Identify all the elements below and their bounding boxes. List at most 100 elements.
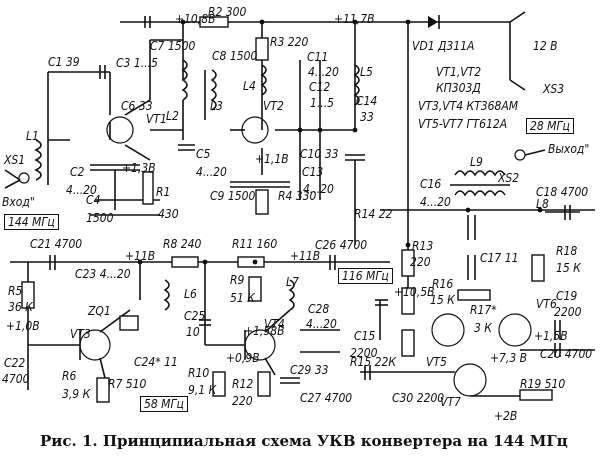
label-r16v: 15 К [430, 293, 455, 307]
label-c14: C14 [356, 94, 378, 108]
label-r1v: 430 [158, 207, 179, 221]
label-v11: +1,1В [255, 152, 289, 166]
label-c13v: 4...20 [303, 182, 334, 196]
label-r2: R2 300 [208, 5, 247, 19]
label-c28: C28 [308, 302, 330, 316]
label-l4: L4 [243, 79, 256, 93]
label-v105: +10,5В [394, 285, 435, 299]
label-r12v: 220 [232, 394, 253, 408]
label-c25: C25 [184, 309, 206, 323]
rf-stage-vt2 [204, 37, 365, 245]
oscillator-chain [10, 255, 390, 403]
label-r15: R15 22К [350, 355, 397, 369]
label-c4v: 1500 [86, 211, 114, 225]
label-c25v: 10 [186, 325, 200, 339]
label-c29: C29 33 [290, 363, 329, 377]
label-r6: R6 [62, 369, 77, 383]
label-vkhod: Вход" [2, 195, 35, 209]
label-r13: R13 [412, 239, 434, 253]
label-vt34: VT3,VT4 КТ368АМ [418, 99, 519, 113]
label-c7: C7 1500 [150, 39, 196, 53]
label-l7: L7 [286, 275, 299, 289]
label-c28v: 4...20 [306, 317, 337, 331]
label-c13: C13 [302, 165, 324, 179]
label-r17v: 3 К [474, 321, 492, 335]
label-c16: C16 [420, 177, 442, 191]
label-r1: R1 [156, 185, 171, 199]
label-r17: R17* [470, 303, 497, 317]
label-r12: R12 [232, 377, 254, 391]
label-vt2: VT2 [263, 99, 284, 113]
label-l5: L5 [360, 65, 373, 79]
label-v117: +11,7В [334, 12, 375, 26]
label-r7: R7 510 [108, 377, 147, 391]
label-c19: C19 [556, 289, 578, 303]
label-c2v: 4...20 [66, 183, 97, 197]
label-v10: +1,0В [6, 319, 40, 333]
label-vd1: VD1 Д311А [412, 39, 475, 53]
label-v09: +0,9В [226, 351, 260, 365]
label-c15: C15 [354, 329, 376, 343]
label-v158: +1,58В [244, 324, 285, 338]
label-c22: C22 [4, 356, 26, 370]
label-r8: R8 240 [163, 237, 202, 251]
label-c16v: 4...20 [420, 195, 451, 209]
label-l9: L9 [470, 155, 483, 169]
label-vt4: VT4 [264, 317, 285, 331]
label-c10: C10 33 [300, 147, 339, 161]
label-c5v: 4...20 [196, 165, 227, 179]
label-c24: C24* 11 [134, 355, 178, 369]
label-r11: R11 160 [232, 237, 278, 251]
label-c9: C9 1500 [210, 189, 256, 203]
label-r14: R14 22 [354, 207, 393, 221]
mixer-if-stage [360, 149, 595, 401]
label-c22v: 4700 [2, 372, 30, 386]
label-c3: C3 1...5 [116, 56, 158, 70]
label-zq1: ZQ1 [88, 304, 111, 318]
label-c30: C30 2200 [392, 391, 445, 405]
label-l2: L2 [166, 109, 179, 123]
label-c6: C6 33 [121, 99, 153, 113]
label-xs2: XS2 [498, 171, 520, 185]
label-c12: C12 [309, 80, 331, 94]
label-l6: L6 [184, 287, 197, 301]
label-v11b: +11В [125, 249, 156, 263]
label-c18: C18 4700 [536, 185, 589, 199]
label-r10: R10 [188, 366, 210, 380]
label-c15v: 2200 [350, 346, 378, 360]
label-kp: КП303Д [436, 81, 481, 95]
input-stage [4, 39, 195, 216]
label-c20: C20 4700 [540, 347, 593, 361]
label-c11v: 4...20 [308, 65, 339, 79]
label-r6v: 3,9 К [62, 387, 91, 401]
label-v13: +1,3В [122, 161, 156, 175]
label-r18v: 15 К [556, 261, 581, 275]
label-f58: 58 МГц [140, 396, 188, 412]
label-c14v: 33 [360, 110, 374, 124]
label-c17: C17 11 [480, 251, 519, 265]
label-c11: C11 [307, 50, 329, 64]
label-c4: C4 [86, 193, 101, 207]
label-r18: R18 [556, 244, 578, 258]
label-v108: +10,8В [175, 12, 216, 26]
label-r13v: 220 [410, 255, 431, 269]
label-r9v: 51 К [230, 291, 255, 305]
label-r5v: 36 К [8, 300, 33, 314]
label-c27: C27 4700 [300, 391, 353, 405]
label-c12v: 1...5 [310, 96, 335, 110]
label-f28: 28 МГц [526, 118, 574, 134]
label-vykhod: Выход" [548, 142, 590, 156]
label-v15: +1,5В [534, 329, 568, 343]
label-v12: 12 В [533, 39, 558, 53]
label-r16: R16 [432, 277, 454, 291]
label-f116: 116 МГц [338, 268, 393, 284]
label-vt6: VT6 [536, 297, 557, 311]
label-r3: R3 220 [270, 35, 309, 49]
label-c21: C21 4700 [30, 237, 83, 251]
label-l3: L3 [210, 99, 223, 113]
label-r5: R5 [8, 284, 23, 298]
label-vt3: VT3 [70, 327, 91, 341]
label-xs3: XS3 [543, 82, 565, 96]
